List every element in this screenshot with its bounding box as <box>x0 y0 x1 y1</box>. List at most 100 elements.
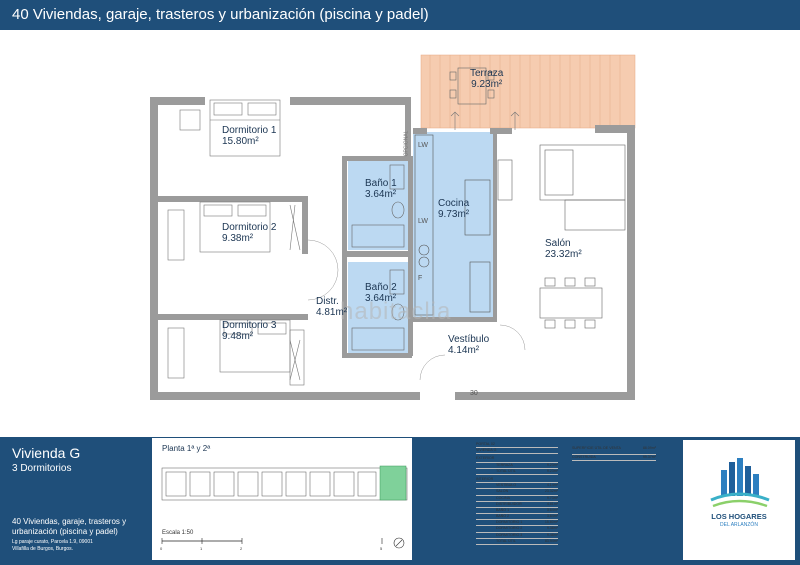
table-row: VESTÍBULO 4.14m² <box>476 483 558 490</box>
bath2-fill <box>348 262 410 354</box>
brand-logo: LOS HOGARES DEL ARLANZÓN <box>683 440 795 560</box>
wardrobe-hatch <box>289 339 301 381</box>
table-cell: EXTERIOR <box>476 456 495 461</box>
table-cell: 23.32m² <box>544 489 558 494</box>
table-cell: CONSTRUIDA <box>572 455 596 459</box>
address-line-2: Villafilla de Burgos, Burgos. <box>12 546 74 552</box>
table-cell: 3.64m² <box>546 514 558 519</box>
table-cell: DISTRIBUIDOR <box>496 501 522 506</box>
room-name: Dormitorio 2 <box>222 222 277 233</box>
table-cell: DORMITORIO 2 <box>496 526 523 531</box>
bed-1 <box>179 99 281 157</box>
terrace-deck-lines <box>429 55 621 128</box>
table-cell: DORMITORIO 3 <box>496 532 523 537</box>
scale-tick-5: 5 <box>380 546 383 551</box>
room-area: 9.23m² <box>471 79 503 90</box>
room-label-distr: Distr. 4.81m² <box>316 296 347 318</box>
walls <box>150 97 635 400</box>
table-cell: BAÑO 1 <box>496 507 510 512</box>
room-label-vestibulo: Vestíbulo 4.14m² <box>448 334 489 356</box>
table-row: DORMITORIO 2 9.38m² <box>476 526 558 533</box>
room-name: Terraza <box>470 68 504 79</box>
table-row: DORMITORIO 3 9.48m² <box>476 533 558 539</box>
table-row: CONSTRUIDA 99.37m² <box>572 455 656 462</box>
scale-tick-2: 2 <box>240 546 243 551</box>
brand-subname: DEL ARLANZÓN <box>720 522 758 528</box>
bath-fixtures <box>351 164 405 351</box>
bedroom-count: 3 Dormitorios <box>12 463 72 474</box>
table-cell: 9.38m² <box>546 526 558 531</box>
room-area: 3.64m² <box>365 293 397 304</box>
table-cell: 83.94m² <box>544 538 558 543</box>
room-area: 9.38m² <box>222 233 254 244</box>
room-label-dormitorio1: Dormitorio 1 15.80m² <box>222 125 276 147</box>
table-row: TOTAL ÚTIL 9.23m² <box>476 469 558 475</box>
project-line-2: urbanización (piscina y padel) <box>12 527 118 536</box>
table-cell: 3.64m² <box>546 507 558 512</box>
table-cell: TOTAL ÚTIL <box>496 538 516 543</box>
terrace-area <box>420 54 636 129</box>
room-label-cocina: Cocina 9.73m² <box>438 198 469 220</box>
table-row: BAÑO 2 3.64m² <box>476 514 558 521</box>
terrace-arrows <box>450 111 520 130</box>
number-mark: 30 <box>470 390 478 397</box>
bed-2 <box>167 201 301 261</box>
table-cell: VESTÍBULO <box>496 483 517 488</box>
table-cell: TERRAZA <box>496 462 513 467</box>
site-plan-box: Planta 1ª y 2ª Escala 1:50 0 1 2 5 <box>152 438 412 560</box>
table-cell: COCINA <box>496 495 510 500</box>
unit-title: Vivienda G <box>12 445 81 461</box>
project-line-1: 40 Viviendas, garaje, trasteros y <box>12 517 127 526</box>
table-cell: 9.48m² <box>546 532 558 537</box>
table-row: COCINA 9.73m² <box>476 496 558 502</box>
living-furniture <box>497 144 626 329</box>
room-name: Vestíbulo <box>448 334 490 345</box>
terrace-table <box>449 67 495 105</box>
table-row: BAÑO 1 3.64m² <box>476 507 558 515</box>
floor-plan-drawing <box>150 54 636 400</box>
table-row: DISTRIBUIDOR 4.81m² <box>476 502 558 508</box>
room-name: Baño 1 <box>365 178 397 189</box>
floor-label: Planta 1ª y 2ª <box>162 444 211 453</box>
table-cell: 15.80m² <box>544 520 558 525</box>
room-name: Dormitorio 1 <box>222 125 277 136</box>
opcional-mark: OPCIONAL <box>403 130 410 157</box>
address-line-1: Lg paraje curato, Parcela 1.9, 09001 <box>12 539 93 545</box>
f-mark: F <box>418 275 423 282</box>
bed-3 <box>167 319 305 386</box>
table-cell: BAÑO 2 <box>496 514 510 519</box>
table-cell: TOTAL ÚTIL <box>496 468 516 473</box>
table-section: INTERIOR <box>476 477 558 484</box>
header-bar: 40 Viviendas, garaje, trasteros y urbani… <box>0 0 800 30</box>
table-cell: 9.73m² <box>546 495 558 500</box>
table-cell: SALÓN <box>496 489 509 494</box>
room-name: Dormitorio 3 <box>222 320 277 331</box>
watermark: habitaclia <box>340 298 452 325</box>
kitchen-fixtures <box>414 134 491 316</box>
floor-plan: habitaclia Terraza 9.23m² Dormitorio 1 1… <box>0 30 800 435</box>
room-name: Baño 2 <box>365 282 397 293</box>
table-row: PORTAL 02 <box>476 442 558 449</box>
room-area: 4.81m² <box>316 307 348 318</box>
room-label-salon: Salón 23.32m² <box>545 238 582 260</box>
scale-tick-0: 0 <box>160 546 163 551</box>
table-cell: 99.37m² <box>642 455 656 459</box>
room-area: 9.48m² <box>222 331 254 342</box>
table-row: SALÓN 23.32m² <box>476 489 558 496</box>
table-section: EXTERIOR <box>476 456 558 463</box>
room-label-dormitorio3: Dormitorio 3 9.48m² <box>222 320 276 342</box>
table-cell: 4.81m² <box>546 501 558 506</box>
room-area: 9.73m² <box>438 209 470 220</box>
room-label-terraza: Terraza 9.23m² <box>470 68 503 90</box>
site-plan-drawing <box>161 465 408 549</box>
table-cell: 4.14m² <box>546 483 558 488</box>
table-cell: SUPERFICIE ÚTIL DE VENTA <box>572 446 621 450</box>
brand-name: LOS HOGARES <box>711 512 767 521</box>
building-logo-icon <box>710 458 770 508</box>
table-cell: 9.23m² <box>546 468 558 473</box>
